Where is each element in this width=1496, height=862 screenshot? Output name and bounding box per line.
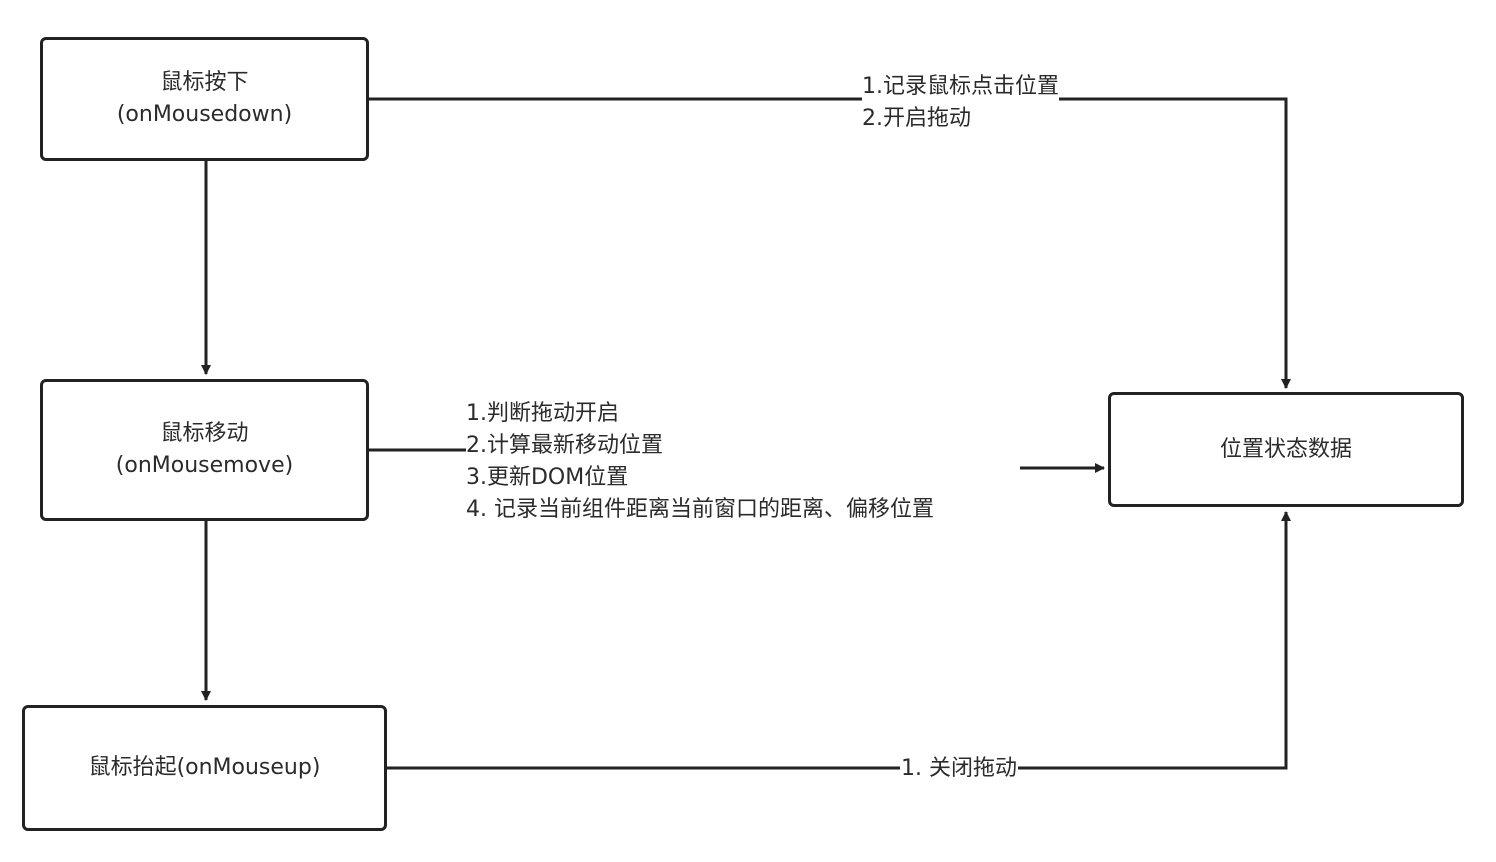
edge-label-down-line-1: 1.记录鼠标点击位置	[862, 71, 1059, 103]
edge-label-down: 1.记录鼠标点击位置 2.开启拖动	[862, 71, 1059, 135]
edge-label-move-line-1: 1.判断拖动开启	[466, 398, 934, 430]
edge-label-move-line-2: 2.计算最新移动位置	[466, 430, 934, 462]
arrow-up-to-state	[386, 511, 1291, 770]
edge-label-up: 1. 关闭拖动	[900, 753, 1018, 785]
node-mousemove: 鼠标移动 (onMousemove)	[40, 379, 369, 521]
edge-label-move-line-3: 3.更新DOM位置	[466, 462, 934, 494]
edge-label-down-line-2: 2.开启拖动	[862, 106, 971, 131]
edge-label-move: 1.判断拖动开启 2.计算最新移动位置 3.更新DOM位置 4. 记录当前组件距…	[466, 398, 934, 526]
node-state-title: 位置状态数据	[1219, 436, 1352, 462]
edge-label-move-line-4: 4. 记录当前组件距离当前窗口的距离、偏移位置	[466, 494, 934, 526]
node-mousedown-title: 鼠标按下	[160, 70, 249, 95]
node-mousemove-subtitle: (onMousemove)	[115, 453, 294, 478]
node-mousedown-subtitle: (onMousedown)	[116, 102, 293, 127]
node-mousedown: 鼠标按下 (onMousedown)	[40, 37, 369, 161]
node-mouseup-title: 鼠标抬起(onMouseup)	[88, 755, 321, 780]
edge-label-up-line-1: 1. 关闭拖动	[900, 753, 1018, 785]
node-mouseup: 鼠标抬起(onMouseup)	[22, 705, 387, 831]
node-position-state: 位置状态数据	[1108, 392, 1464, 507]
arrow-down-to-state	[368, 97, 1291, 389]
node-mousemove-title: 鼠标移动	[160, 421, 249, 446]
